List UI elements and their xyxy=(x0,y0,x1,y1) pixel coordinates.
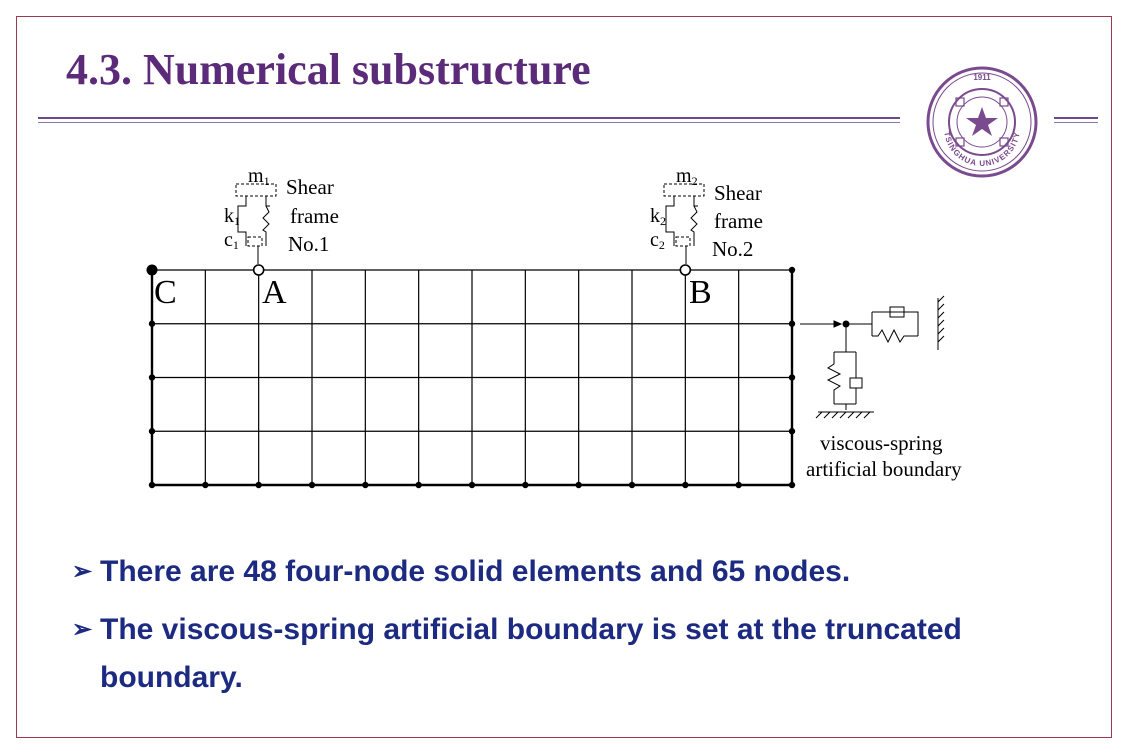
mesh-node xyxy=(628,481,636,489)
frame2-spring-label: k2 xyxy=(650,205,666,228)
mesh-node xyxy=(202,481,209,489)
node-label-c: C xyxy=(154,274,177,311)
shear-frame-1 xyxy=(235,183,277,264)
node-a-marker xyxy=(252,264,265,276)
node-b-marker xyxy=(679,264,692,276)
bullet-item: ➢ There are 48 four-node solid elements … xyxy=(66,548,1066,596)
title-underline-right xyxy=(1054,117,1098,119)
mesh-node xyxy=(788,374,796,381)
mesh-node xyxy=(575,481,582,489)
slide-title: 4.3. Numerical substructure xyxy=(66,45,591,94)
mesh-node xyxy=(148,320,156,327)
node-c-marker xyxy=(146,264,158,276)
boundary-label-line1: viscous-spring xyxy=(820,431,943,455)
mesh-node xyxy=(735,481,742,489)
boundary-label-line2: artificial boundary xyxy=(806,457,962,481)
title-underline-secondary xyxy=(38,122,900,123)
mesh-nodes xyxy=(146,264,796,489)
frame1-mass-label: m1 xyxy=(248,165,270,188)
frame1-spring-label: k1 xyxy=(224,205,240,228)
frame1-label-line3: No.1 xyxy=(288,232,329,256)
mesh-node xyxy=(682,481,689,489)
frame2-label-line3: No.2 xyxy=(712,237,753,261)
frame2-damper-label: c2 xyxy=(650,229,665,252)
mesh-node xyxy=(362,481,369,489)
mesh-node xyxy=(148,481,156,489)
mesh-node xyxy=(788,320,796,327)
bullet-list: ➢ There are 48 four-node solid elements … xyxy=(66,548,1066,702)
frame1-label-line2: frame xyxy=(290,204,339,228)
arrowhead-bullet-icon: ➢ xyxy=(72,616,93,643)
shear-frame-2 xyxy=(663,183,705,264)
title-underline-right-secondary xyxy=(1054,122,1098,123)
frame1-label-line1: Shear xyxy=(286,175,334,199)
mesh-node xyxy=(255,481,262,489)
frame2-mass-label: m2 xyxy=(676,165,698,188)
frame2-label-line2: frame xyxy=(714,209,763,233)
mesh-node xyxy=(788,428,796,435)
arrowhead-bullet-icon: ➢ xyxy=(72,558,93,585)
frame1-damper-label: c1 xyxy=(224,229,239,252)
svg-text:1911: 1911 xyxy=(973,73,991,82)
mesh-node xyxy=(148,374,156,381)
mesh-node xyxy=(522,481,529,489)
mesh-node xyxy=(788,481,796,489)
viscous-spring-boundary-symbol xyxy=(800,295,945,419)
boundary-connection-node xyxy=(842,320,850,328)
mesh-node xyxy=(308,481,316,489)
mesh-node xyxy=(468,481,476,489)
mesh-node xyxy=(148,428,156,435)
finite-element-diagram: C A B m1 k1 c1 Shear frame No.1 m2 k2 c2… xyxy=(146,165,962,489)
title-underline xyxy=(38,117,900,119)
mesh-node xyxy=(415,481,422,489)
university-seal-logo: TSINGHUA UNIVERSITY 1911 xyxy=(926,66,1038,178)
bullet-text: There are 48 four-node solid elements an… xyxy=(100,555,851,588)
mesh-node xyxy=(788,266,796,274)
bullet-item: ➢ The viscous-spring artificial boundary… xyxy=(66,606,1066,702)
slide-frame xyxy=(16,16,1112,738)
bullet-text: The viscous-spring artificial boundary i… xyxy=(100,613,962,694)
frame2-label-line1: Shear xyxy=(714,181,762,205)
node-label-a: A xyxy=(262,274,287,311)
node-label-b: B xyxy=(689,274,712,311)
